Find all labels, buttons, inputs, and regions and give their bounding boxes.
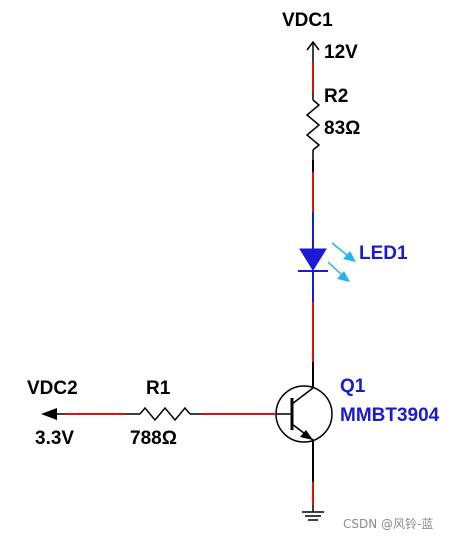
q1-model-label: MMBT3904: [340, 405, 440, 426]
vdc2-source: VDC2 3.3V: [27, 378, 78, 449]
r1-value-label: 788Ω: [130, 428, 177, 449]
r1-resistor: R1 788Ω: [125, 378, 202, 449]
led1-light-arrow-1: [331, 242, 349, 257]
led1-light-arrowhead-1: [343, 251, 356, 262]
q1-transistor: Q1 MMBT3904: [275, 376, 440, 443]
q1-collector-leg: [291, 387, 314, 405]
ground-symbol: [302, 505, 324, 521]
vdc2-value-label: 3.3V: [35, 428, 74, 449]
csdn-watermark: CSDN @风铃-蓝: [343, 516, 433, 531]
q1-emitter-arrow: [300, 430, 313, 440]
vdc1-source: VDC1 12V: [282, 10, 358, 63]
r1-name-label: R1: [146, 378, 171, 399]
led1-diode: LED1: [298, 242, 408, 282]
vdc1-value-label: 12V: [324, 42, 358, 63]
led1-triangle: [299, 248, 327, 271]
vdc2-arrow-head: [41, 408, 57, 420]
r2-value-label: 83Ω: [324, 118, 360, 139]
r2-name-label: R2: [324, 86, 348, 107]
vdc1-name-label: VDC1: [282, 10, 333, 31]
vdc1-arrow-head: [306, 40, 320, 51]
vdc2-name-label: VDC2: [27, 378, 78, 399]
q1-name-label: Q1: [340, 376, 366, 397]
led1-light-arrow-2: [327, 261, 343, 276]
r2-resistor: R2 83Ω: [305, 86, 360, 160]
led1-light-arrowhead-2: [337, 271, 350, 282]
r1-zigzag: [139, 406, 191, 422]
led1-name-label: LED1: [359, 243, 408, 264]
r2-zigzag: [305, 99, 321, 151]
